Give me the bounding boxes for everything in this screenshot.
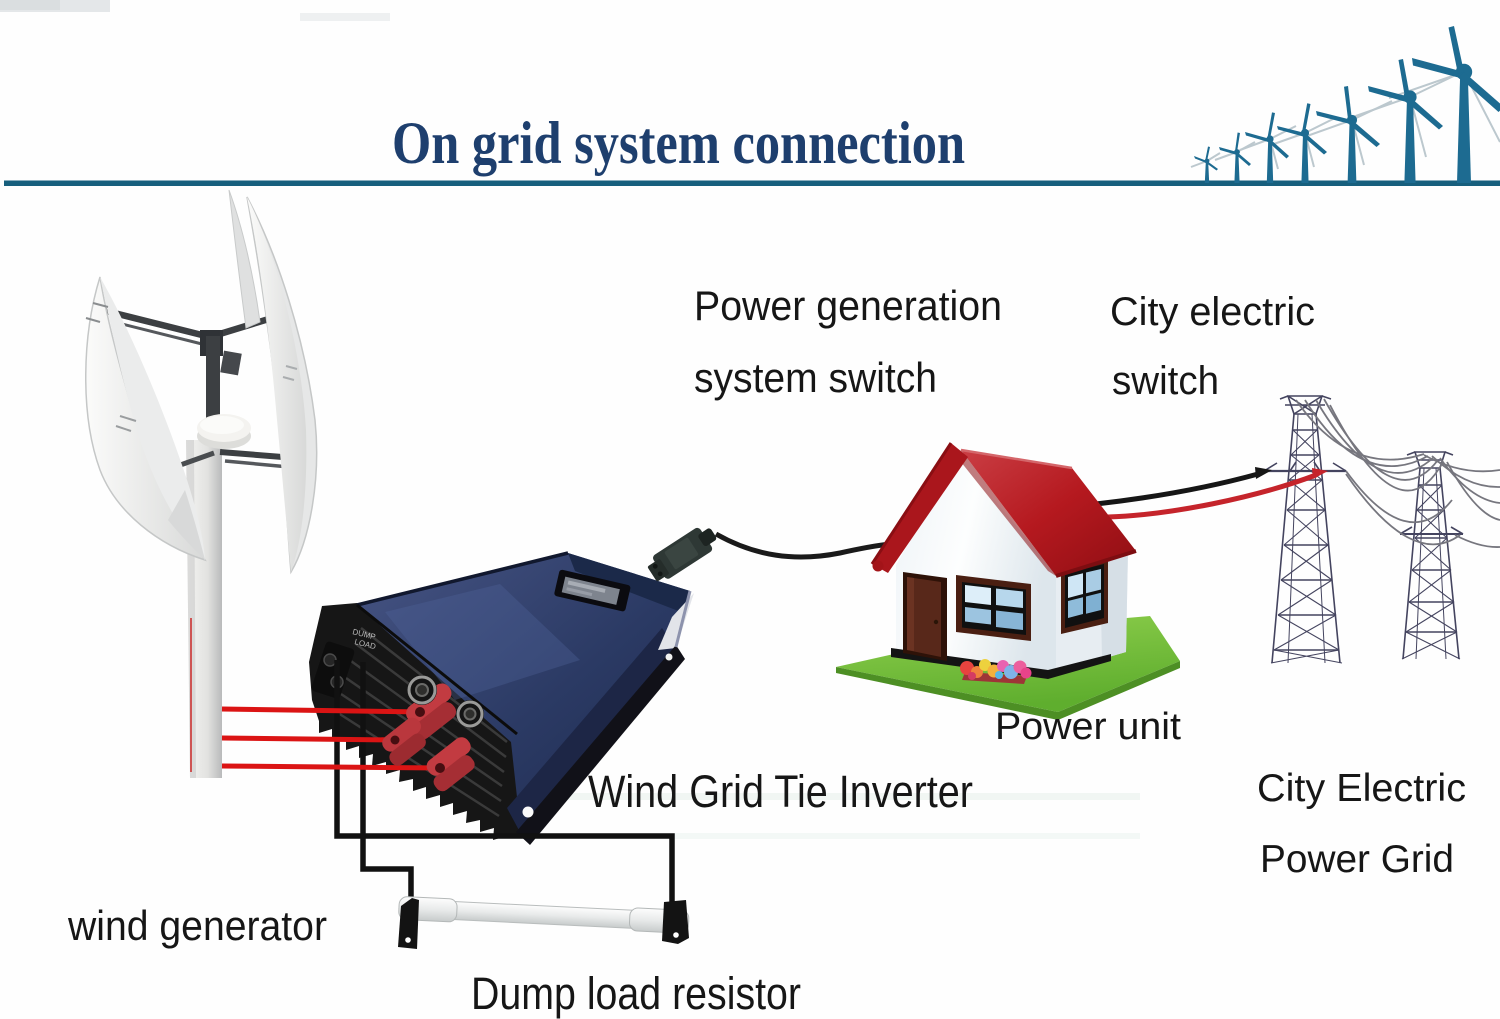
svg-text:City electric: City electric [1110, 290, 1315, 334]
svg-text:Dump load resistor: Dump load resistor [471, 968, 801, 1019]
svg-text:Power Grid: Power Grid [1260, 838, 1454, 881]
svg-text:wind generator: wind generator [67, 902, 327, 949]
svg-text:Wind Grid Tie Inverter: Wind Grid Tie Inverter [588, 766, 973, 817]
svg-text:Power unit: Power unit [995, 706, 1181, 748]
svg-text:On grid system connection: On grid system connection [392, 110, 965, 176]
svg-text:switch: switch [1112, 359, 1219, 403]
svg-text:system switch: system switch [694, 354, 937, 401]
svg-text:City Electric: City Electric [1257, 767, 1466, 810]
svg-text:Power generation: Power generation [694, 282, 1002, 329]
